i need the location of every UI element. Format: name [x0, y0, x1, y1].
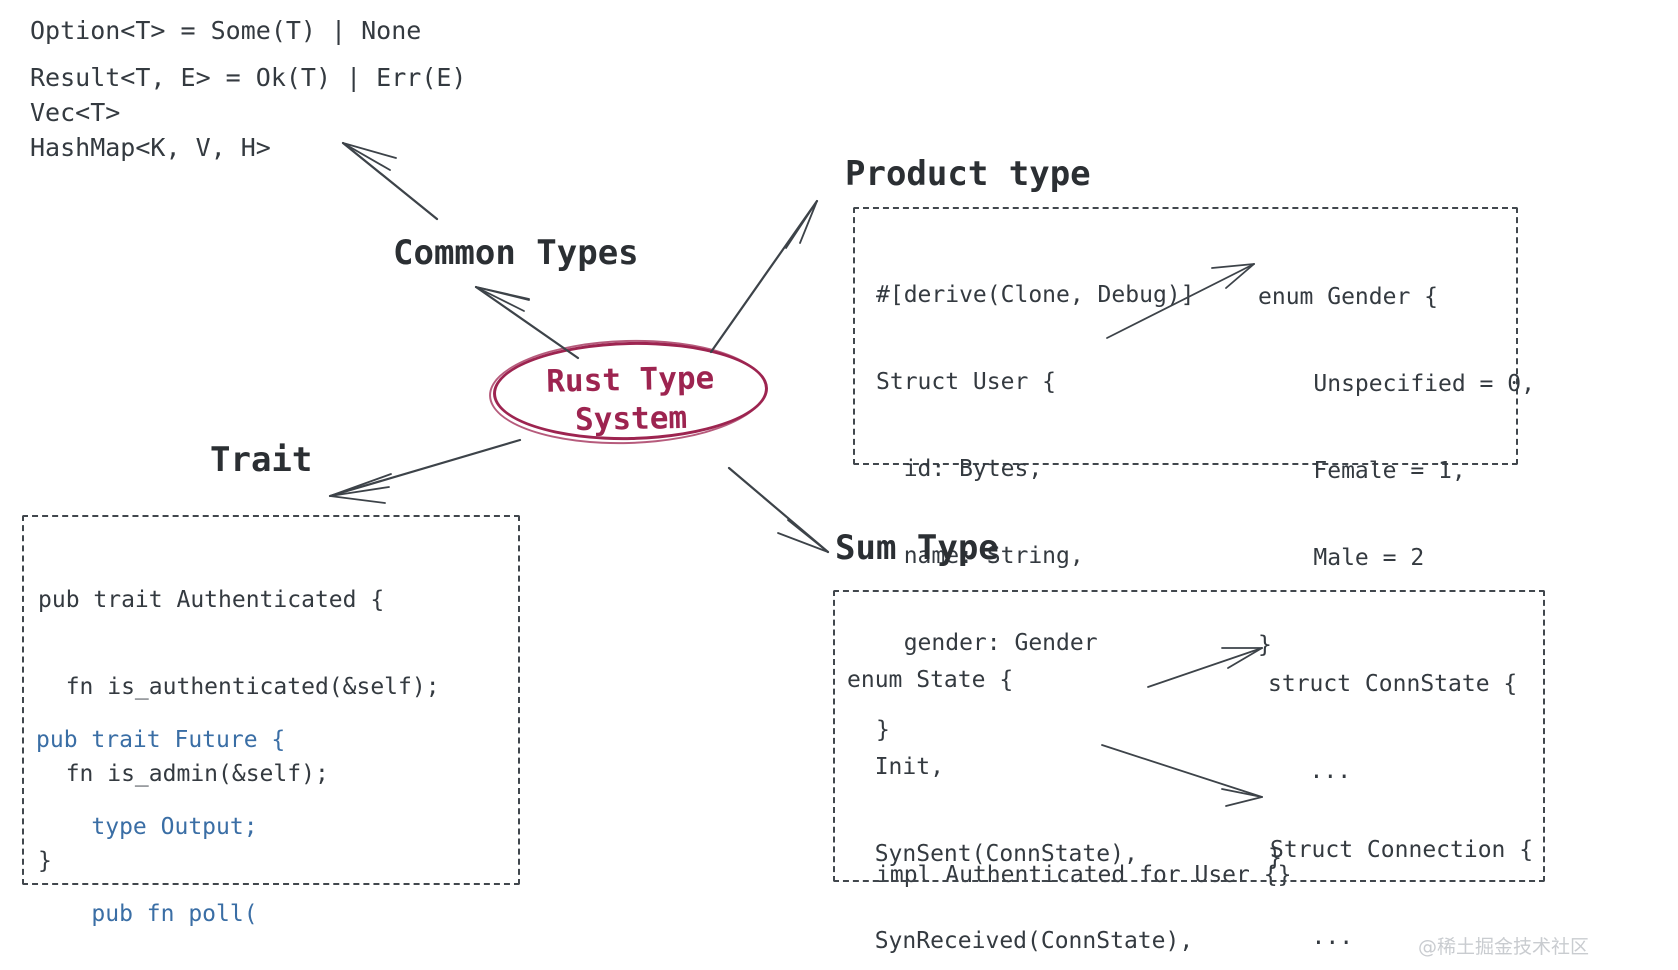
product-type-box	[853, 207, 1518, 465]
sum-type-connection-code: Struct Connection { ... }	[1270, 778, 1533, 970]
arrow-center-to-product-type	[709, 199, 819, 354]
code-line: #[derive(Clone, Debug)]	[876, 282, 1195, 308]
arrow-center-to-trait	[328, 438, 522, 504]
code-line: type Output;	[36, 814, 258, 840]
sum-type-connstate-code: struct ConnState { ... }	[1268, 612, 1517, 931]
trait-box	[22, 515, 520, 885]
common-types-code-list: Option<T> = Some(T) | None Result<T, E> …	[30, 16, 467, 162]
code-line: pub trait Authenticated {	[38, 587, 385, 613]
code-line: Female = 1,	[1258, 458, 1466, 484]
code-line: }	[38, 848, 52, 874]
product-type-heading: Product type	[845, 154, 1091, 194]
code-line: Struct User {	[876, 369, 1057, 395]
code-line: enum Gender {	[1258, 284, 1439, 310]
code-line: struct ConnState {	[1268, 671, 1518, 697]
rust-type-system-label: Rust Type System	[545, 360, 715, 439]
code-line: ...	[1270, 924, 1354, 950]
trait-heading: Trait	[210, 440, 313, 480]
common-type-line: Result<T, E> = Ok(T) | Err(E)	[30, 63, 467, 92]
common-types-heading: Common Types	[393, 233, 639, 273]
code-line: Unspecified = 0,	[1258, 371, 1535, 397]
code-line: name: String,	[876, 543, 1084, 569]
code-line: id: Bytes,	[876, 456, 1043, 482]
sum-type-enum-code: enum State { Init, SynSent(ConnState), S…	[847, 608, 1193, 970]
code-line: enum State {	[847, 667, 1014, 693]
code-line: pub trait Future {	[36, 727, 286, 753]
common-type-line: Option<T> = Some(T) | None	[30, 16, 422, 45]
sum-type-heading: Sum Type	[835, 528, 999, 568]
arrow-center-to-sum-type	[727, 466, 830, 554]
code-line: SynReceived(ConnState),	[847, 928, 1194, 954]
code-line: ...	[1268, 758, 1352, 784]
code-line: fn is_admin(&self);	[38, 761, 329, 787]
trait-future-code: pub trait Future { type Output; pub fn p…	[36, 668, 438, 970]
code-line: gender: Gender	[876, 630, 1098, 656]
trait-authenticated-code: pub trait Authenticated { fn is_authenti…	[38, 528, 440, 934]
code-line: }	[876, 717, 890, 743]
sum-type-box	[833, 590, 1545, 882]
code-line: pub fn poll(	[36, 901, 258, 927]
code-line: impl Authenticated for User {}	[876, 862, 1292, 888]
watermark: @稀土掘金技术社区	[1418, 936, 1590, 958]
common-type-line: HashMap<K, V, H>	[30, 133, 271, 162]
code-line: SynSent(ConnState),	[847, 841, 1138, 867]
code-line: Struct Connection {	[1270, 837, 1534, 863]
code-line: fn is_authenticated(&self);	[38, 674, 440, 700]
code-line: Male = 2	[1258, 545, 1425, 571]
code-line: Init,	[847, 754, 944, 780]
code-line: }	[1268, 845, 1282, 871]
product-type-enum-code: enum Gender { Unspecified = 0, Female = …	[1258, 225, 1535, 718]
common-type-line: Vec<T>	[30, 98, 121, 127]
